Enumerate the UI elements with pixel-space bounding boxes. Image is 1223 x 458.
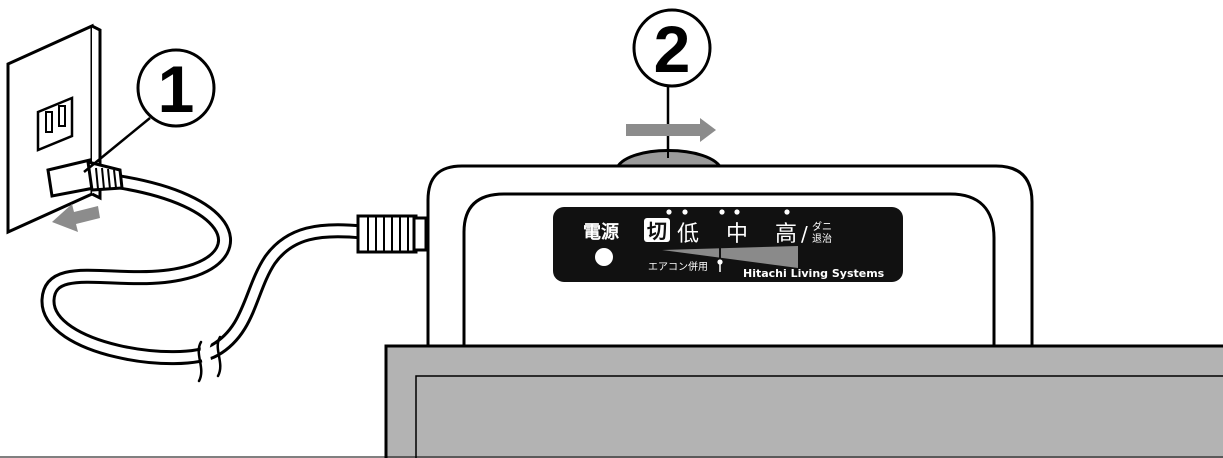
step-2-number: 2 bbox=[654, 12, 691, 86]
tv-monitor bbox=[384, 344, 1223, 458]
level-wedge bbox=[662, 246, 798, 268]
power-plug-icon bbox=[46, 158, 124, 198]
power-indicator bbox=[595, 248, 613, 266]
aircon-label: エアコン併用 bbox=[648, 260, 708, 273]
arrow-left-icon bbox=[52, 204, 100, 232]
brand-label: Hitachi Living Systems bbox=[743, 267, 885, 280]
step-1-number: 1 bbox=[158, 52, 195, 126]
power-label: 電源 bbox=[583, 221, 619, 243]
arrow-right-icon bbox=[626, 118, 716, 142]
step-1-callout: 1 bbox=[83, 48, 216, 173]
off-label: 切 bbox=[647, 219, 667, 243]
control-panel: 電源 切 低 中 高 / ダニ 退治 エアコン併用 Hitachi Living… bbox=[553, 207, 903, 282]
cord-connector bbox=[356, 214, 428, 254]
wall-outlet-icon bbox=[6, 23, 102, 235]
high-label: 高 bbox=[775, 222, 797, 247]
mid-label: 中 bbox=[726, 222, 748, 247]
low-label: 低 bbox=[677, 222, 699, 247]
mite-label-line1: ダニ bbox=[812, 220, 832, 233]
step-2-callout: 2 bbox=[632, 8, 712, 150]
mite-label-line2: 退治 bbox=[812, 232, 832, 245]
power-cord bbox=[40, 174, 370, 383]
slash-label: / bbox=[801, 222, 808, 246]
